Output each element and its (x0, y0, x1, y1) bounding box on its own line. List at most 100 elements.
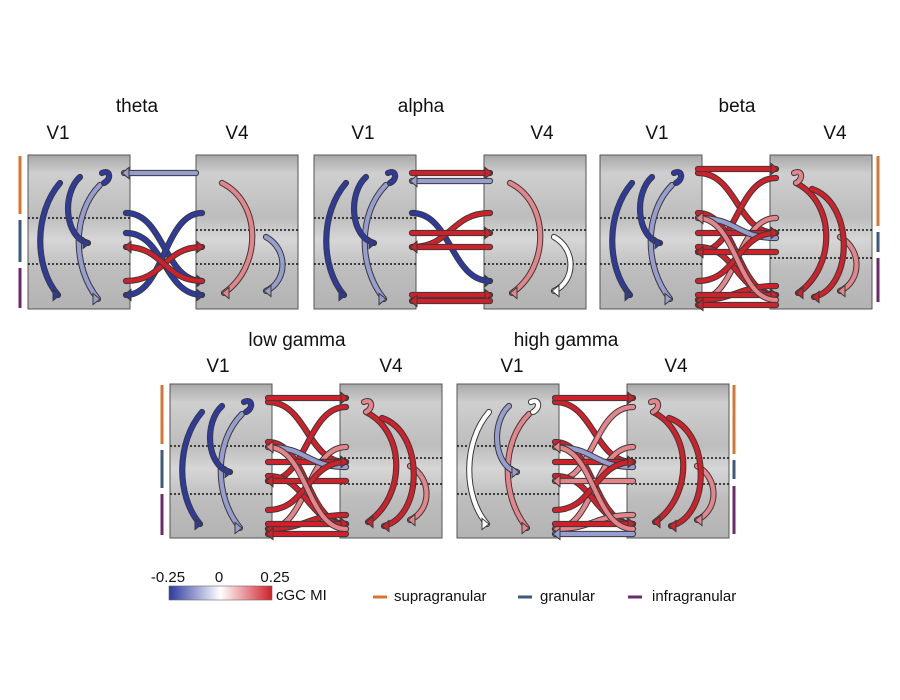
panel-title-beta: beta (719, 96, 756, 117)
colorbar-legend: -0.25 0 0.25 cGC MI (151, 569, 327, 604)
v1-loop-arrow (180, 409, 205, 527)
v4-loop-arrow (793, 180, 829, 296)
panel-high-gamma-v4-label: V4 (664, 356, 688, 377)
panel-low-gamma (169, 383, 443, 541)
v1-loop-arrow (324, 180, 349, 298)
v1-loop-head (368, 236, 377, 250)
v4-loop-arrow (263, 234, 285, 294)
panel-beta (599, 154, 873, 312)
colorbar-mid-label: 0 (215, 569, 223, 586)
legend-label-granular: granular (540, 588, 595, 605)
v1-self-arrow (385, 170, 398, 186)
interareal-arrow-head (340, 455, 349, 469)
interareal-arrow-head (196, 240, 205, 254)
layer-legend: supragranular granular infragranular (373, 588, 736, 605)
interareal-arrow-head (265, 527, 274, 541)
legend-label-infragranular: infragranular (652, 588, 736, 605)
colorbar (168, 585, 273, 601)
v4-loop-arrow (650, 409, 686, 525)
interareal-arrow-head (484, 166, 493, 180)
interareal-arrow (265, 444, 349, 532)
interareal-arrow-head (552, 440, 561, 454)
interareal-arrow-head (340, 391, 349, 405)
v4-loop-arrow (379, 415, 416, 529)
interareal-arrow-head (695, 211, 704, 225)
v1-self-arrow (671, 170, 684, 186)
v4-loop-arrow (809, 186, 846, 300)
v1-loop-arrow (467, 409, 492, 527)
v4-loop-head (652, 515, 661, 529)
v4-loop-head (221, 286, 230, 300)
interareal-arrow-head (484, 274, 493, 288)
interareal-arrow-head (123, 288, 132, 302)
panel-high-gamma-v1-label: V1 (500, 356, 523, 377)
interareal-arrow (695, 215, 779, 303)
interareal-arrow-head (627, 455, 636, 469)
colorbar-label: cGC MI (276, 587, 327, 604)
panel-theta-v4-label: V4 (225, 123, 249, 144)
v4-self-arrow (648, 399, 661, 415)
v4-loop-head (668, 519, 677, 533)
v4-loop-arrow (219, 180, 255, 296)
v1-loop-arrow (495, 403, 520, 475)
interareal-arrow-head (409, 174, 418, 188)
interareal-arrow-head (552, 474, 561, 488)
interareal-arrow-head (695, 298, 704, 312)
v1-self-arrow (528, 399, 541, 415)
panel-alpha (313, 154, 587, 310)
v4-loop-head (407, 513, 416, 527)
v1-loop-arrow (610, 180, 635, 298)
colorbar-min-label: -0.25 (151, 569, 185, 586)
v4-loop-head (837, 284, 846, 298)
interareal-arrow-head (627, 391, 636, 405)
v1-loop-head (194, 517, 203, 531)
v4-box (195, 154, 299, 310)
interareal-arrow-head (265, 440, 274, 454)
v1-self-arrow (241, 399, 254, 415)
v1-loop-head (224, 465, 233, 479)
interareal-arrow-head (123, 240, 132, 254)
v1-loop-arrow (352, 174, 377, 246)
v1-loop-head (378, 292, 387, 306)
panel-title-low-gamma: low gamma (248, 330, 346, 351)
v1-loop-arrow (66, 174, 91, 246)
panel-beta-v1-label: V1 (645, 123, 668, 144)
interareal-arrow-head (409, 294, 418, 308)
v1-self-arrow (99, 170, 112, 186)
interareal-arrow-head (552, 527, 561, 541)
interareal-arrow-head (770, 162, 779, 176)
v4-loop-head (694, 513, 703, 527)
v1-loop-head (338, 288, 347, 302)
interareal-arrow-head (265, 474, 274, 488)
v4-box (626, 383, 730, 539)
interareal-arrow-head (409, 240, 418, 254)
panel-theta-v1-label: V1 (46, 123, 69, 144)
panel-alpha-v4-label: V4 (530, 123, 554, 144)
v1-loop-head (92, 292, 101, 306)
v1-loop-head (624, 288, 633, 302)
interareal-arrow-head (484, 288, 493, 302)
panel-title-alpha: alpha (398, 96, 445, 117)
v1-loop-arrow (638, 174, 663, 246)
v4-loop-head (365, 515, 374, 529)
v1-loop-arrow (208, 403, 233, 475)
v1-loop-head (82, 236, 91, 250)
legend-label-supragranular: supragranular (394, 588, 487, 605)
panels-layer (27, 154, 873, 541)
v4-loop-arrow (363, 409, 399, 525)
v4-loop-head (811, 290, 820, 304)
panel-title-high-gamma: high gamma (514, 330, 619, 351)
panel-beta-v4-label: V4 (823, 123, 847, 144)
colorbar-max-label: 0.25 (260, 569, 289, 586)
interareal-arrow-head (121, 166, 130, 180)
panel-low-gamma-v1-label: V1 (206, 356, 229, 377)
v1-loop-head (521, 521, 530, 535)
panel-alpha-v1-label: V1 (351, 123, 374, 144)
interareal-arrow-head (484, 226, 493, 240)
v1-loop-arrow (38, 180, 63, 298)
v1-loop-head (481, 517, 490, 531)
v4-loop-arrow (507, 180, 543, 296)
interareal-arrow-head (695, 245, 704, 259)
panel-high-gamma (456, 383, 730, 541)
